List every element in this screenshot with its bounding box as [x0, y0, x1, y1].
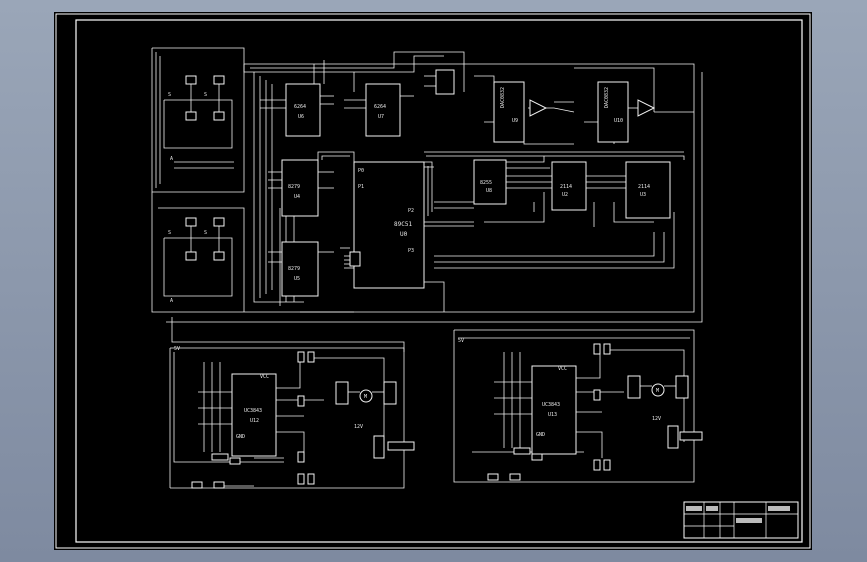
u6-name: 6264	[294, 104, 306, 110]
chip-u2: 2114 U2	[551, 161, 587, 211]
u6-ref: U6	[298, 114, 304, 120]
u3-name: 2114	[638, 184, 650, 190]
chip-u8: 8255 U8	[473, 159, 507, 205]
bus-ribbons	[317, 151, 626, 227]
chip-mcu: 89C51 U0 P0 P1 P2 P3	[344, 161, 425, 289]
mcu-pin-3: P3	[408, 248, 414, 254]
u2-ref: U2	[562, 192, 568, 198]
chip-u10: DAC0832 U10	[597, 81, 656, 143]
svg-text:A: A	[170, 156, 173, 162]
chip-u3: 2114 U3	[625, 161, 671, 219]
title-block	[683, 501, 799, 539]
svg-text:12V: 12V	[354, 424, 363, 430]
switch-network-bottom: S S A	[163, 217, 233, 304]
u7-name: 6264	[374, 104, 386, 110]
inner-border	[75, 19, 803, 543]
u10-ref: U10	[614, 118, 623, 124]
driver-left-ref: U12	[250, 418, 259, 424]
u4-ref: U4	[294, 194, 300, 200]
driver-right-ref: U13	[548, 412, 557, 418]
u5-name: 8279	[288, 266, 300, 272]
chip-u5: 8279 U5	[268, 241, 334, 297]
u8-ref: U8	[486, 188, 492, 194]
driver-left-name: UC3843	[244, 408, 262, 414]
chip-u4: 8279 U4	[268, 159, 334, 217]
driver-left-pin-vcc: VCC	[260, 374, 269, 380]
svg-text:12V: 12V	[652, 416, 661, 422]
mcu-pin-1: P1	[358, 184, 364, 190]
mcu-pin-2: P2	[408, 208, 414, 214]
u7-ref: U7	[378, 114, 384, 120]
svg-text:M: M	[364, 394, 367, 400]
driver-right-pin-vcc: VCC	[558, 366, 567, 372]
svg-text:S: S	[204, 92, 207, 98]
svg-text:S: S	[168, 230, 171, 236]
chip-latch	[424, 69, 455, 95]
drawing-sheet: S S A S S A 6264 U6 6264 U7	[54, 12, 812, 550]
u3-ref: U3	[640, 192, 646, 198]
svg-text:M: M	[656, 388, 659, 394]
driver-left: UC3843 U12 VCC GND M 5V 12	[169, 346, 415, 489]
outer-border	[55, 13, 811, 549]
svg-text:A: A	[170, 298, 173, 304]
u9-ref: U9	[512, 118, 518, 124]
u8-name: 8255	[480, 180, 492, 186]
mcu-name: 89C51	[394, 221, 412, 228]
driver-right: UC3843 U13 VCC GND M 5V 12V	[453, 329, 703, 483]
u9-name: DAC0832	[500, 87, 506, 108]
u5-ref: U5	[294, 276, 300, 282]
motor-left	[359, 389, 373, 403]
chip-u6: 6264 U6	[260, 83, 334, 137]
u4-name: 8279	[288, 184, 300, 190]
chip-u7: 6264 U7	[344, 83, 414, 137]
svg-text:5V: 5V	[458, 338, 464, 344]
mcu-ref: U0	[400, 231, 408, 238]
switch-network-top: S S A	[163, 75, 234, 169]
upper-circuit	[151, 47, 703, 352]
motor-right	[651, 383, 665, 397]
schematic-canvas: S S A S S A 6264 U6 6264 U7	[55, 13, 811, 549]
svg-text:S: S	[168, 92, 171, 98]
chip-u9: DAC0832 U9	[493, 81, 548, 143]
driver-right-pin-gnd: GND	[536, 432, 545, 438]
driver-right-name: UC3843	[542, 402, 560, 408]
u2-name: 2114	[560, 184, 572, 190]
svg-text:S: S	[204, 230, 207, 236]
crystal	[340, 247, 361, 267]
driver-left-pin-gnd: GND	[236, 434, 245, 440]
svg-text:5V: 5V	[174, 346, 180, 352]
u10-name: DAC0832	[604, 87, 610, 108]
mcu-pin-0: P0	[358, 168, 364, 174]
